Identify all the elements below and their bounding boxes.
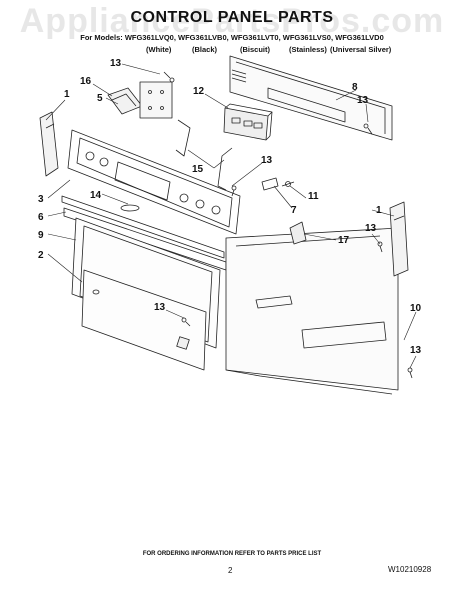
callout-13: 13 <box>357 95 369 106</box>
callout-9: 9 <box>38 230 44 241</box>
models-line: For Models: WFG361LVQ0, WFG361LVB0, WFG3… <box>80 33 384 42</box>
callout-8: 8 <box>352 82 358 93</box>
callout-13: 13 <box>154 302 166 313</box>
mounting-bracket <box>107 81 173 119</box>
model-color-black: (Black) <box>192 45 218 54</box>
callout-10: 10 <box>410 303 422 314</box>
callout-12: 12 <box>193 86 205 97</box>
callout-15: 15 <box>192 164 204 175</box>
electronic-control-module <box>223 103 273 141</box>
callout-14: 14 <box>90 190 102 201</box>
callout-11: 11 <box>308 191 319 202</box>
left-end-cap <box>39 111 59 177</box>
rear-panel-cover <box>229 55 393 141</box>
callout-7: 7 <box>291 205 297 216</box>
callout-13: 13 <box>410 345 422 356</box>
page-title: CONTROL PANEL PARTS <box>130 9 334 26</box>
callout-2: 2 <box>38 250 44 261</box>
model-color-stainless: (Stainless) <box>289 45 327 54</box>
callout-17: 17 <box>338 235 350 246</box>
callout-6: 6 <box>38 212 44 223</box>
document-code: W10210928 <box>388 565 432 574</box>
callout-16: 16 <box>80 76 92 87</box>
model-color-universal-silver: (Universal Silver) <box>330 45 392 54</box>
callout-1-left: 1 <box>64 89 70 100</box>
callout-3: 3 <box>38 194 44 205</box>
page-number: 2 <box>228 566 233 575</box>
callout-13: 13 <box>365 223 377 234</box>
side-body-panel <box>225 227 399 395</box>
callout-5: 5 <box>97 93 103 104</box>
model-color-biscuit: (Biscuit) <box>240 45 270 54</box>
callout-13: 13 <box>261 155 273 166</box>
small-bracket <box>289 221 307 245</box>
small-parts <box>261 177 295 191</box>
panel-clips <box>175 119 233 191</box>
callout-13: 13 <box>110 58 122 69</box>
lower-access-panel <box>81 269 207 371</box>
callout-leaders <box>45 63 417 369</box>
model-color-white: (White) <box>146 45 172 54</box>
right-end-cap <box>389 201 409 277</box>
callout-1-right: 1 <box>376 205 382 216</box>
watermark-text: AppliancePartsPros.com <box>19 2 445 40</box>
callout-labels: 13 5 16 1 12 8 13 15 13 11 7 3 14 6 1 13… <box>38 58 422 356</box>
control-panel <box>67 129 241 235</box>
ordering-note: FOR ORDERING INFORMATION REFER TO PARTS … <box>142 551 322 557</box>
